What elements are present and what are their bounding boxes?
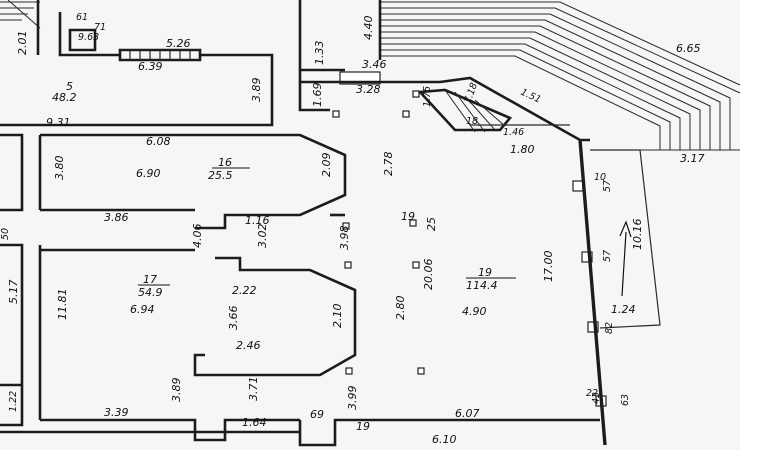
svg-text:1.80: 1.80 — [510, 143, 535, 156]
svg-text:4.06: 4.06 — [191, 224, 204, 249]
svg-text:22: 22 — [586, 388, 598, 399]
svg-text:61: 61 — [76, 12, 88, 23]
svg-text:5.26: 5.26 — [166, 37, 191, 50]
svg-text:71: 71 — [94, 22, 106, 33]
dimension-labels: 61 71 9.63 5.26 6.39 9.31 3.46 3.28 6.65… — [46, 12, 705, 446]
svg-text:2.01: 2.01 — [16, 31, 29, 56]
room-17-area: 54.9 — [138, 286, 163, 299]
svg-text:10: 10 — [594, 172, 606, 183]
svg-text:9.31: 9.31 — [46, 116, 71, 129]
room-17-number: 17 — [143, 273, 157, 286]
room-18-area: 1.46 — [503, 127, 524, 138]
svg-text:25: 25 — [425, 217, 438, 231]
svg-text:5.17: 5.17 — [7, 280, 20, 305]
svg-text:19: 19 — [401, 210, 415, 223]
svg-text:6.65: 6.65 — [676, 42, 701, 55]
room-19-number: 19 — [478, 266, 492, 279]
svg-text:17.00: 17.00 — [542, 251, 555, 283]
svg-text:2.78: 2.78 — [382, 152, 395, 177]
svg-text:3.02: 3.02 — [256, 224, 269, 249]
svg-text:1.33: 1.33 — [313, 41, 326, 66]
room-5-area: 48.2 — [52, 91, 77, 104]
svg-text:6.10: 6.10 — [432, 433, 457, 446]
svg-text:20.06: 20.06 — [422, 259, 435, 291]
stair-top-left — [0, 0, 41, 30]
svg-text:1.24: 1.24 — [611, 303, 636, 316]
arrow-up-icon — [619, 220, 632, 297]
room-18-number: 18 — [466, 116, 478, 127]
svg-text:3.86: 3.86 — [104, 211, 129, 224]
svg-text:3.98: 3.98 — [338, 226, 351, 251]
svg-text:63: 63 — [620, 394, 631, 406]
svg-text:10.16: 10.16 — [631, 219, 644, 251]
svg-text:3.99: 3.99 — [346, 386, 359, 411]
svg-text:3.17: 3.17 — [680, 152, 705, 165]
svg-text:6.07: 6.07 — [455, 407, 480, 420]
svg-text:2.10: 2.10 — [331, 304, 344, 329]
svg-text:2.22: 2.22 — [232, 284, 257, 297]
room-16-number: 16 — [218, 156, 232, 169]
bleacher-stairs — [380, 1, 741, 151]
svg-text:3.80: 3.80 — [53, 156, 66, 181]
svg-text:2.46: 2.46 — [236, 339, 261, 352]
svg-text:4.40: 4.40 — [362, 16, 375, 41]
svg-text:3.28: 3.28 — [356, 83, 381, 96]
walls-right — [578, 139, 661, 446]
svg-text:3.46: 3.46 — [362, 58, 387, 71]
svg-text:57: 57 — [602, 180, 613, 192]
svg-text:1.75: 1.75 — [422, 86, 433, 107]
walls-upper — [0, 0, 590, 142]
room-16-area: 25.5 — [208, 169, 233, 182]
svg-text:82: 82 — [604, 322, 615, 334]
svg-text:1.22: 1.22 — [8, 391, 19, 412]
svg-text:3.89: 3.89 — [250, 78, 263, 103]
svg-text:9.63: 9.63 — [78, 32, 99, 43]
svg-text:69: 69 — [310, 408, 324, 421]
svg-text:2.80: 2.80 — [394, 296, 407, 321]
svg-text:1.64: 1.64 — [242, 416, 267, 429]
svg-text:57: 57 — [602, 250, 613, 262]
svg-text:3.39: 3.39 — [104, 406, 129, 419]
svg-text:6.08: 6.08 — [146, 135, 171, 148]
svg-text:3.66: 3.66 — [227, 306, 240, 331]
svg-text:6.39: 6.39 — [138, 60, 163, 73]
svg-text:19: 19 — [356, 420, 370, 433]
svg-text:2.09: 2.09 — [320, 153, 333, 178]
room-18-stair — [417, 88, 570, 133]
svg-text:50: 50 — [0, 228, 11, 240]
svg-text:43: 43 — [591, 392, 602, 404]
dimension-labels-vertical: 2.01 3.89 1.33 4.40 1.69 1.75 1.18 1.51 … — [0, 16, 644, 413]
columns — [332, 90, 607, 407]
room-labels: 5 48.2 16 25.5 17 54.9 18 1.46 19 114.4 — [52, 80, 524, 299]
room-19-area: 114.4 — [466, 279, 498, 292]
walls-left — [0, 133, 600, 447]
svg-text:3.71: 3.71 — [247, 377, 260, 402]
svg-text:4.90: 4.90 — [462, 305, 487, 318]
svg-text:6.90: 6.90 — [136, 167, 161, 180]
svg-text:11.81: 11.81 — [56, 289, 69, 321]
room-5-number: 5 — [66, 80, 73, 93]
page-margin — [740, 0, 770, 450]
svg-text:3.89: 3.89 — [170, 378, 183, 403]
svg-text:1.69: 1.69 — [311, 83, 324, 108]
svg-text:6.94: 6.94 — [130, 303, 155, 316]
svg-text:1.16: 1.16 — [245, 214, 270, 227]
